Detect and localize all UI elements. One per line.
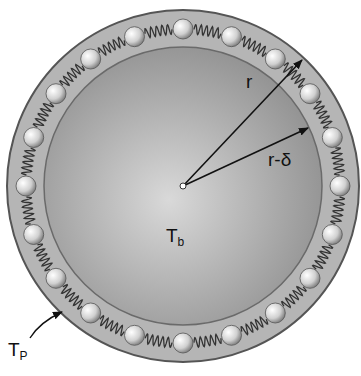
spring	[98, 37, 125, 55]
bead	[322, 225, 342, 245]
spring	[22, 148, 35, 175]
inner-radius-arrow	[183, 128, 308, 186]
bead	[173, 19, 193, 39]
inner-radius-label: r-δ	[268, 150, 291, 169]
center-dot	[180, 183, 186, 189]
bead	[24, 225, 44, 245]
spring	[241, 317, 268, 335]
bead	[81, 303, 101, 323]
bead	[46, 84, 66, 104]
spring	[22, 197, 35, 224]
bead	[125, 325, 145, 345]
spring	[60, 65, 85, 86]
spring	[145, 334, 172, 347]
bead	[125, 27, 145, 47]
outer-shell	[7, 10, 359, 362]
spring	[33, 103, 53, 127]
bead	[24, 128, 44, 148]
bead	[222, 27, 242, 47]
bead	[300, 84, 320, 104]
bead	[222, 325, 242, 345]
spring	[145, 25, 172, 38]
spring	[34, 244, 52, 271]
leader-arrow	[30, 312, 62, 338]
bead	[322, 128, 342, 148]
radius-arrow	[183, 60, 302, 186]
bead	[16, 176, 36, 196]
bead	[330, 176, 350, 196]
spring	[331, 148, 344, 175]
bead	[173, 333, 193, 353]
spring	[331, 197, 344, 224]
bead	[265, 303, 285, 323]
bead	[81, 49, 101, 69]
inner-core	[44, 47, 322, 325]
bead	[265, 49, 285, 69]
spring	[194, 25, 221, 38]
radius-label: r	[246, 72, 252, 91]
spring	[100, 316, 124, 336]
spring	[282, 287, 307, 308]
spring	[313, 245, 333, 269]
spring	[194, 334, 221, 347]
shell-temperature-label: TP	[8, 340, 28, 362]
bead	[300, 268, 320, 288]
bead	[46, 268, 66, 288]
core-temperature-label: Tb	[166, 226, 184, 248]
spring	[62, 285, 83, 310]
spring	[314, 101, 332, 128]
spring-chain	[22, 25, 345, 348]
bead-chain	[16, 19, 350, 353]
spring	[242, 36, 266, 56]
